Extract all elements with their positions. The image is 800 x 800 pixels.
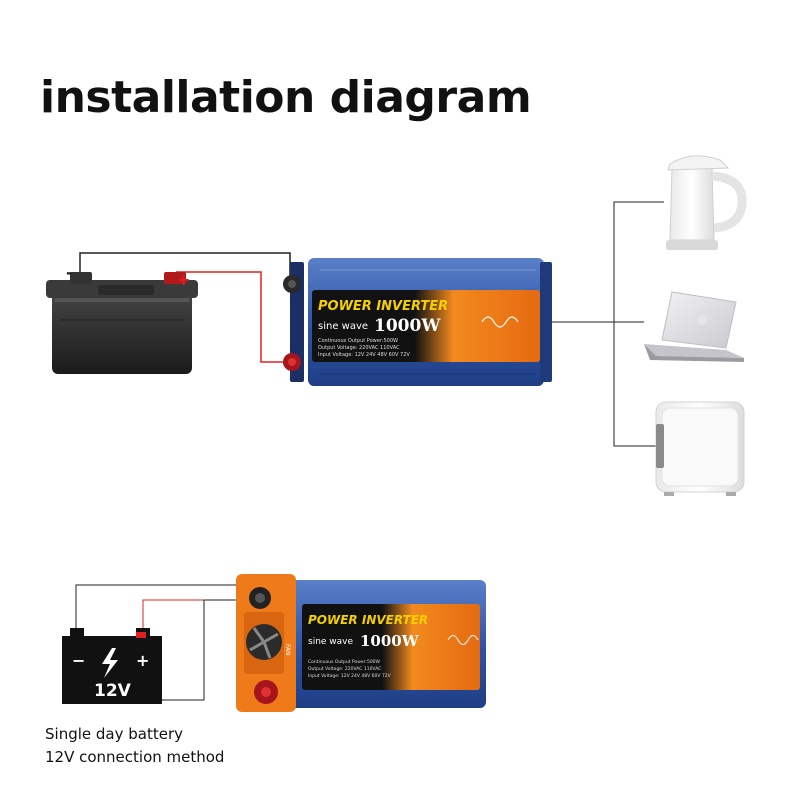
battery-icon-plus: + [136,651,149,670]
inverter-bottom-model-power: 1000W [360,632,420,650]
battery-plus-label: + [177,270,190,289]
inverter-bottom-model-prefix: sine wave [308,637,353,647]
battery-icon-voltage: 12V [94,681,132,701]
inverter-top-spec-3: Input Voltage: 12V 24V 48V 60V 72V [318,352,410,358]
inverter-top-model-prefix: sine wave [318,321,368,332]
inverter-bottom-spec-1: Continuous Output Power:500W [308,659,381,665]
battery-minus-label: - [66,263,73,282]
fan-label: FAN [284,644,291,656]
positive-wire-top [176,271,288,363]
fan-icon [246,624,282,660]
inverter-top-model-power: 1000W [374,316,441,336]
battery-icon-minus: − [72,651,85,670]
laptop-icon [644,291,744,362]
mini-fridge-icon [655,401,745,496]
caption-line-2: 12V connection method [45,748,225,766]
kettle-icon [666,155,747,250]
inverter-bottom [236,574,486,712]
battery-12v-icon [62,628,162,704]
lightning-icon [102,648,118,678]
inverter-top-spec-2: Output Voltage: 220VAC 110VAC [318,345,400,351]
inverter-top-spec-1: Continuous Output Power:500W [318,338,398,344]
inverter-top-brand: POWER INVERTER [318,299,448,314]
inverter-bottom-spec-3: Input Voltage: 12V 24V 48V 60V 72V [308,673,392,679]
caption-line-1: Single day battery [45,725,183,743]
inverter-bottom-spec-2: Output Voltage: 220VAC 110VAC [308,666,381,672]
inverter-bottom-brand: POWER INVERTER [308,613,428,627]
inverter-top [283,258,552,386]
page-title: installation diagram [40,72,532,123]
output-wires [552,201,664,447]
battery-icon [46,272,198,374]
